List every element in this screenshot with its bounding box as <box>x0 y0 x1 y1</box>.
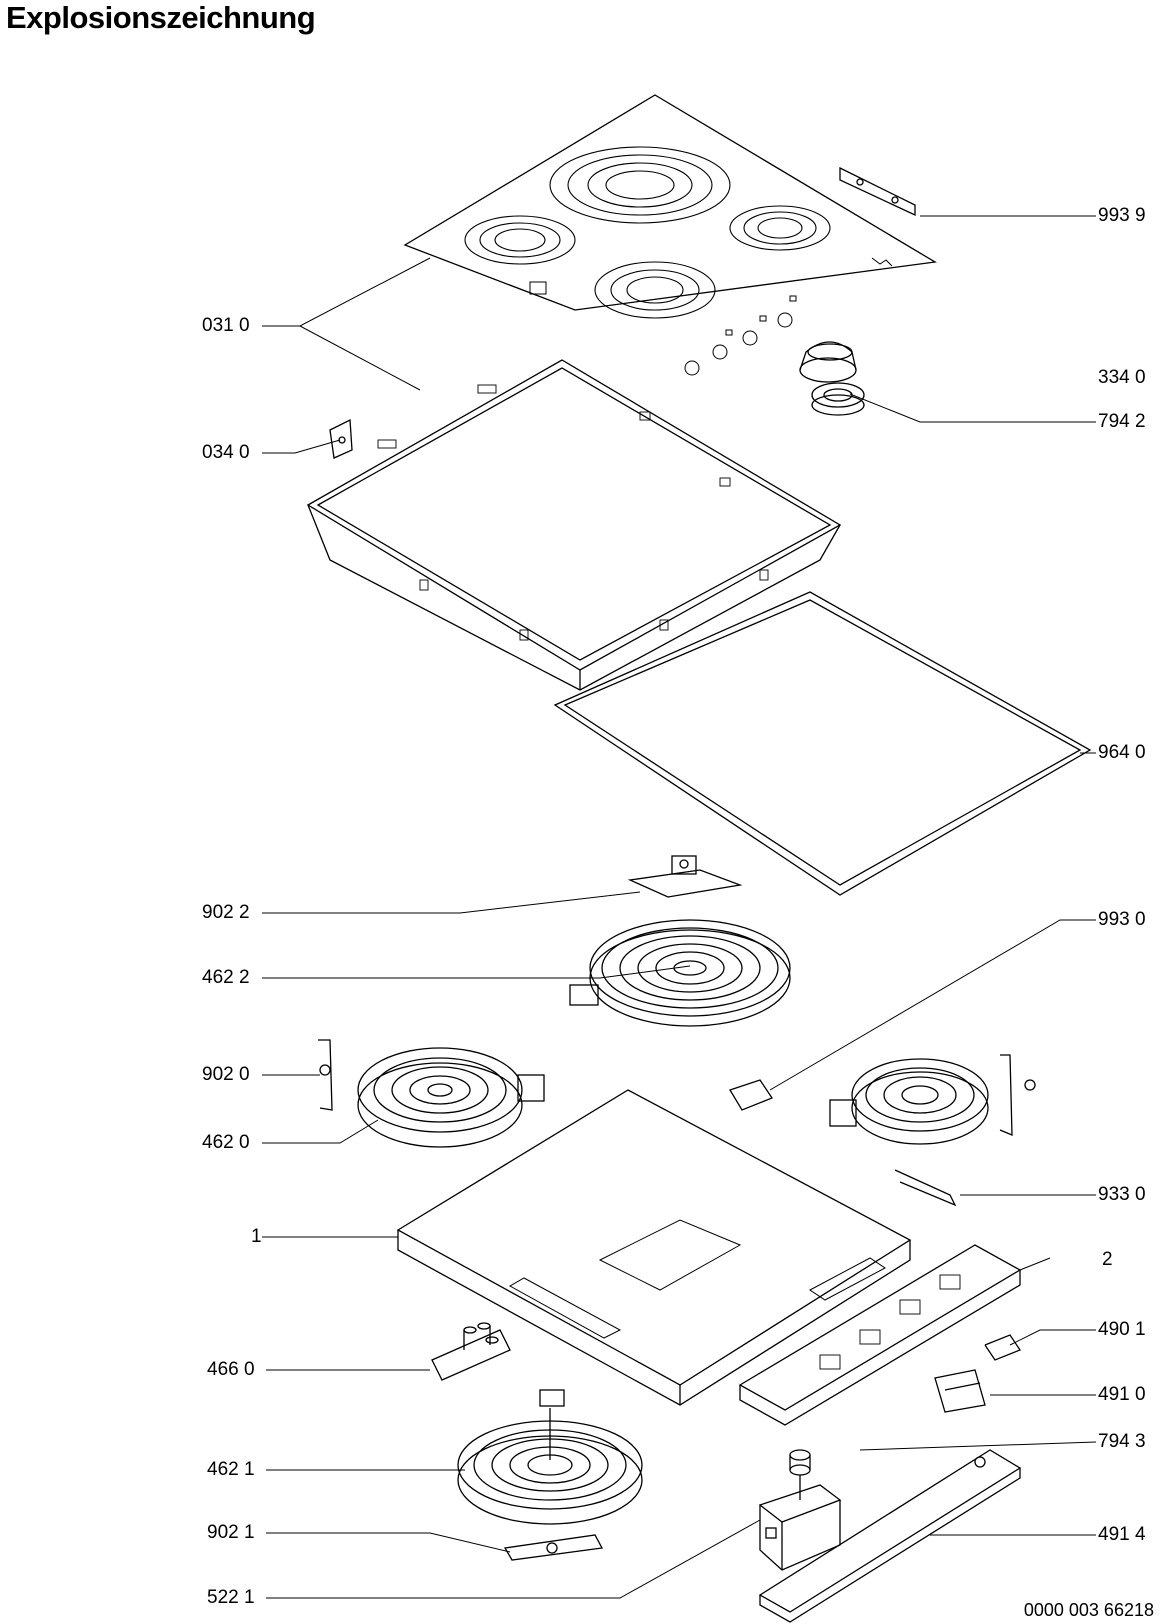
part-label-902-2: 902 2 <box>202 902 250 923</box>
knob-ring <box>811 382 865 416</box>
frame <box>306 359 842 691</box>
part-label-794-2: 794 2 <box>1098 411 1146 432</box>
leader-lines <box>262 215 1097 1599</box>
bracket-993-9 <box>839 166 916 217</box>
clip-993-0 <box>729 1079 773 1111</box>
document-number: 0000 003 66218 <box>1023 1600 1154 1620</box>
energy-regulator-522-1 <box>758 1475 842 1571</box>
part-label-490-1: 490 1 <box>1098 1319 1146 1340</box>
base-tray <box>396 1089 912 1406</box>
part-label-462-1: 462 1 <box>207 1459 255 1480</box>
part-label-334-0: 334 0 <box>1098 367 1146 388</box>
part-label-993-0: 993 0 <box>1098 909 1146 930</box>
terminal-block-466-0 <box>431 1322 511 1381</box>
bracket-902-1 <box>503 1534 604 1561</box>
part-label-2: 2 <box>1102 1249 1113 1270</box>
heater-462-0 <box>357 1047 545 1148</box>
bracket-902-2 <box>627 855 743 898</box>
drawing-title: Explosionszeichnung <box>6 0 316 35</box>
part-label-491-4: 491 4 <box>1098 1524 1146 1545</box>
part-label-462-2: 462 2 <box>202 967 250 988</box>
part-label-993-9: 993 9 <box>1098 205 1146 226</box>
part-label-491-0: 491 0 <box>1098 1384 1146 1405</box>
heater-right <box>829 1054 1036 1145</box>
part-label-466-0: 466 0 <box>207 1359 255 1380</box>
part-label-462-0: 462 0 <box>202 1132 250 1153</box>
part-label-902-1: 902 1 <box>207 1522 255 1543</box>
clip-034-0 <box>329 418 353 459</box>
heater-462-2 <box>569 919 791 1027</box>
control-knob <box>799 341 857 383</box>
part-490-1 <box>984 1334 1021 1361</box>
part-label-933-0: 933 0 <box>1098 1184 1146 1205</box>
part-label-1: 1 <box>251 1226 262 1247</box>
bracket-933-0 <box>894 1169 957 1207</box>
part-label-902-0: 902 0 <box>202 1064 250 1085</box>
cover-491-4 <box>758 1449 1022 1623</box>
control-module <box>738 1244 1022 1426</box>
gasket <box>553 591 1092 896</box>
part-label-034-0: 034 0 <box>202 442 250 463</box>
glass-ceramic-top <box>403 94 937 376</box>
part-label-794-3: 794 3 <box>1098 1431 1146 1452</box>
part-label-964-0: 964 0 <box>1098 742 1146 763</box>
bracket-902-0 <box>318 1039 333 1111</box>
heater-462-1 <box>457 1389 643 1525</box>
part-label-031-0: 031 0 <box>202 315 250 336</box>
knob-ring-794-3 <box>789 1449 811 1476</box>
part-491-0 <box>934 1369 986 1413</box>
part-label-522-1: 522 1 <box>207 1587 255 1608</box>
